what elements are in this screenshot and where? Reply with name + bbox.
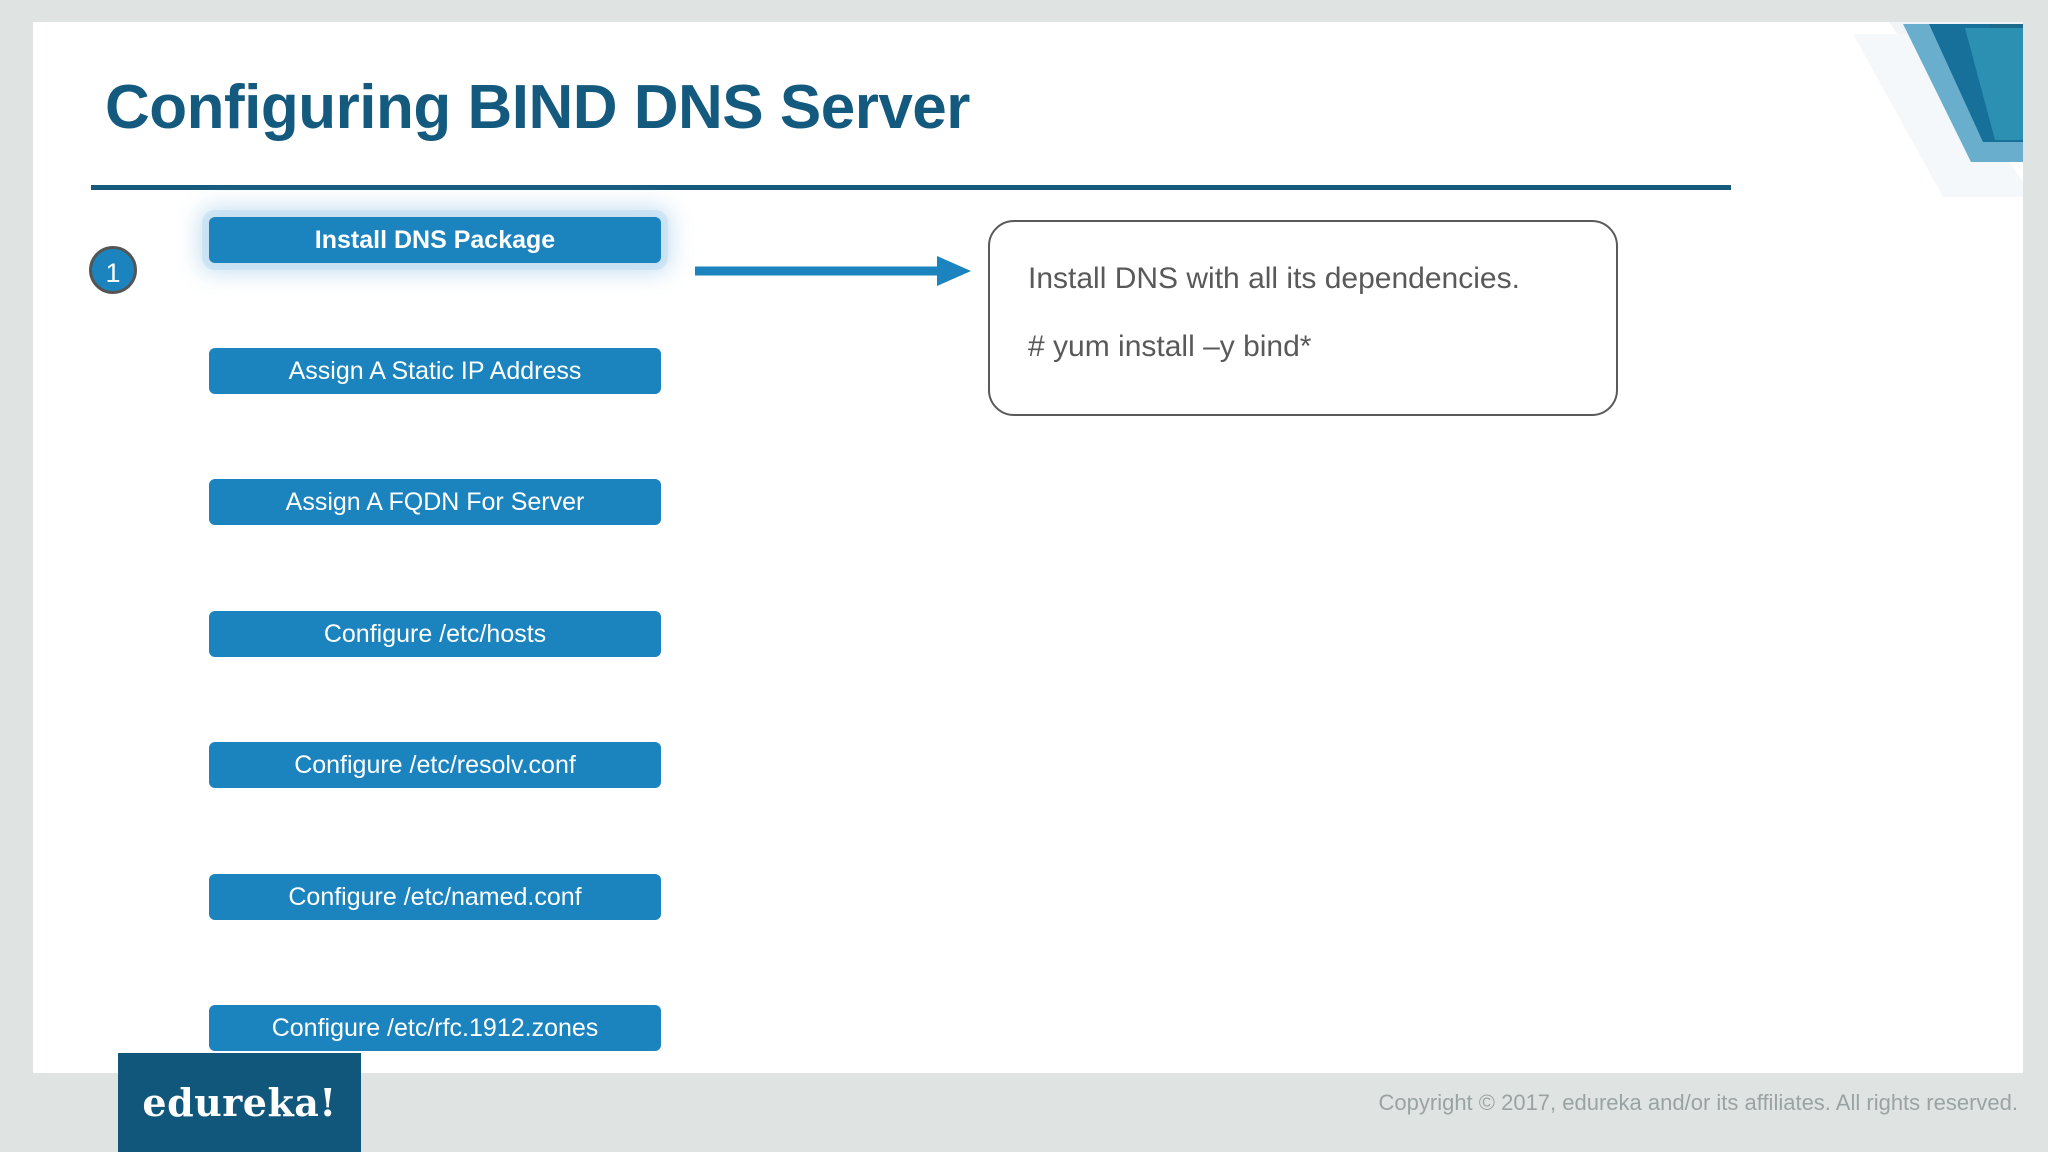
- copyright-text: Copyright © 2017, edureka and/or its aff…: [1378, 1090, 2018, 1115]
- step-button-install-dns-package[interactable]: Install DNS Package: [209, 217, 661, 263]
- right-arrow-icon: [695, 256, 971, 286]
- page-title: Configuring BIND DNS Server: [105, 73, 970, 142]
- step-row: Configure /etc/hosts: [91, 414, 731, 657]
- step-row: Configure /etc/named.conf: [91, 545, 731, 920]
- step-list: Install DNS Package Assign A Static IP A…: [91, 217, 731, 1051]
- step-button-assign-fqdn[interactable]: Assign A FQDN For Server: [209, 479, 661, 525]
- slide-body: Configuring BIND DNS Server 1 Install DN…: [33, 22, 2023, 1073]
- step-row: Assign A Static IP Address: [91, 283, 731, 394]
- callout-box: Install DNS with all its dependencies. #…: [988, 220, 1618, 416]
- step-button-configure-rfc-1912-zones[interactable]: Configure /etc/rfc.1912.zones: [209, 1005, 661, 1051]
- callout-description: Install DNS with all its dependencies.: [1028, 262, 1520, 295]
- brand-logo: edureka!: [118, 1053, 361, 1152]
- chevron-decoration-icon: [1853, 22, 2023, 197]
- step-row: Configure /etc/resolv.conf: [91, 479, 731, 788]
- callout-command: # yum install –y bind*: [1028, 330, 1312, 363]
- step-row: Configure /etc/rfc.1912.zones: [91, 610, 731, 1051]
- step-button-assign-static-ip[interactable]: Assign A Static IP Address: [209, 347, 661, 394]
- step-row: Assign A FQDN For Server: [91, 348, 731, 525]
- step-button-configure-resolv-conf[interactable]: Configure /etc/resolv.conf: [209, 742, 661, 788]
- step-number-badge: 1: [89, 246, 137, 294]
- step-row: Restart DNS service: [91, 807, 731, 873]
- step-button-configure-named-conf[interactable]: Configure /etc/named.conf: [209, 873, 661, 920]
- step-row: Install DNS Package: [91, 217, 731, 283]
- step-row: Configure forward & reverse zones: [91, 676, 731, 742]
- title-divider: [91, 185, 1731, 190]
- step-button-configure-etc-hosts[interactable]: Configure /etc/hosts: [209, 610, 661, 657]
- step-row: Change the group ownership: [91, 741, 731, 807]
